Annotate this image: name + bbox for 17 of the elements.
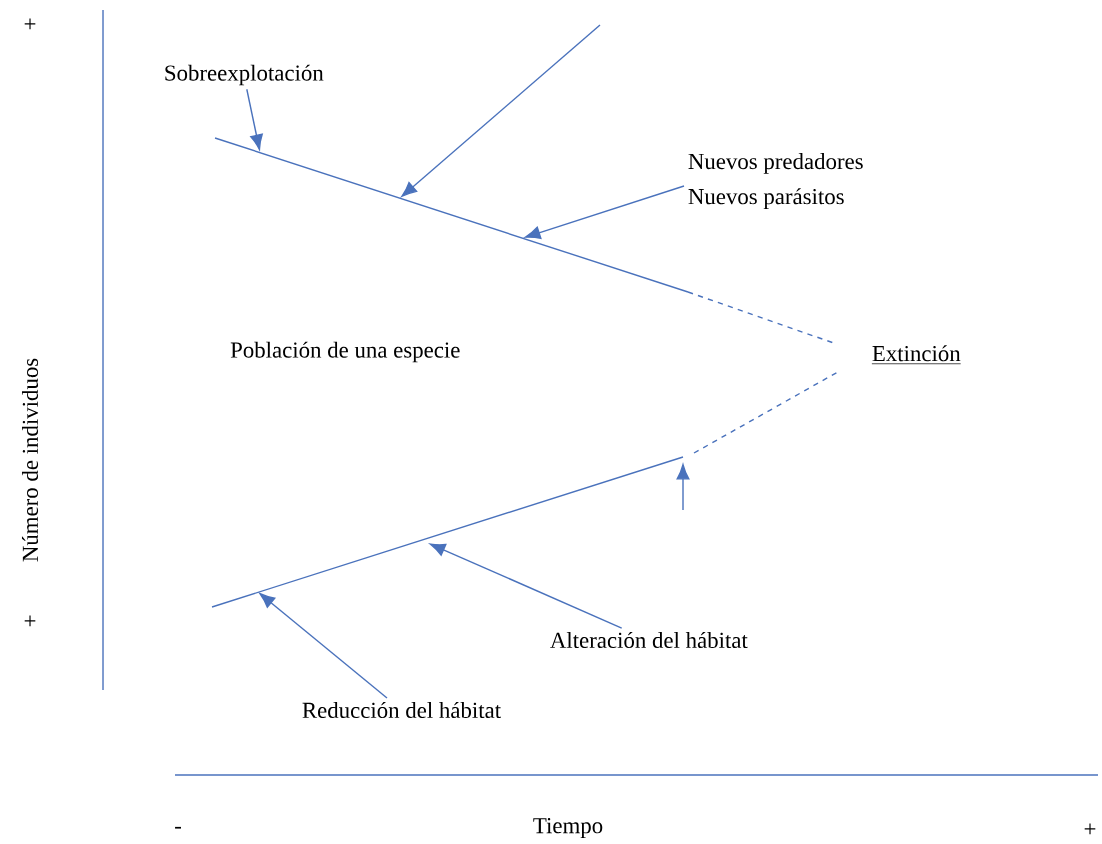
text-label: Nuevos predadores Nuevos parásitos: [688, 153, 863, 209]
arrow: [429, 543, 623, 629]
axis-label: +: [1084, 823, 1096, 835]
text-label: Extinción: [871, 345, 962, 365]
axis-label: +: [24, 18, 36, 30]
dashed-line: [693, 371, 839, 454]
axis-label: Número de individuos: [21, 358, 39, 562]
axis-label: +: [24, 615, 36, 627]
arrow: [246, 88, 263, 151]
text-label: Sobreexplotación: [165, 64, 324, 86]
text-label: Población de una especie: [230, 341, 460, 363]
axis-label: -: [175, 826, 181, 829]
axis-label: Tiempo: [533, 818, 603, 838]
text-label: Alteración del hábitat: [550, 631, 748, 649]
arrow: [524, 185, 685, 239]
arrow: [259, 593, 388, 699]
text-label: Reducción del hábitat: [302, 701, 501, 719]
